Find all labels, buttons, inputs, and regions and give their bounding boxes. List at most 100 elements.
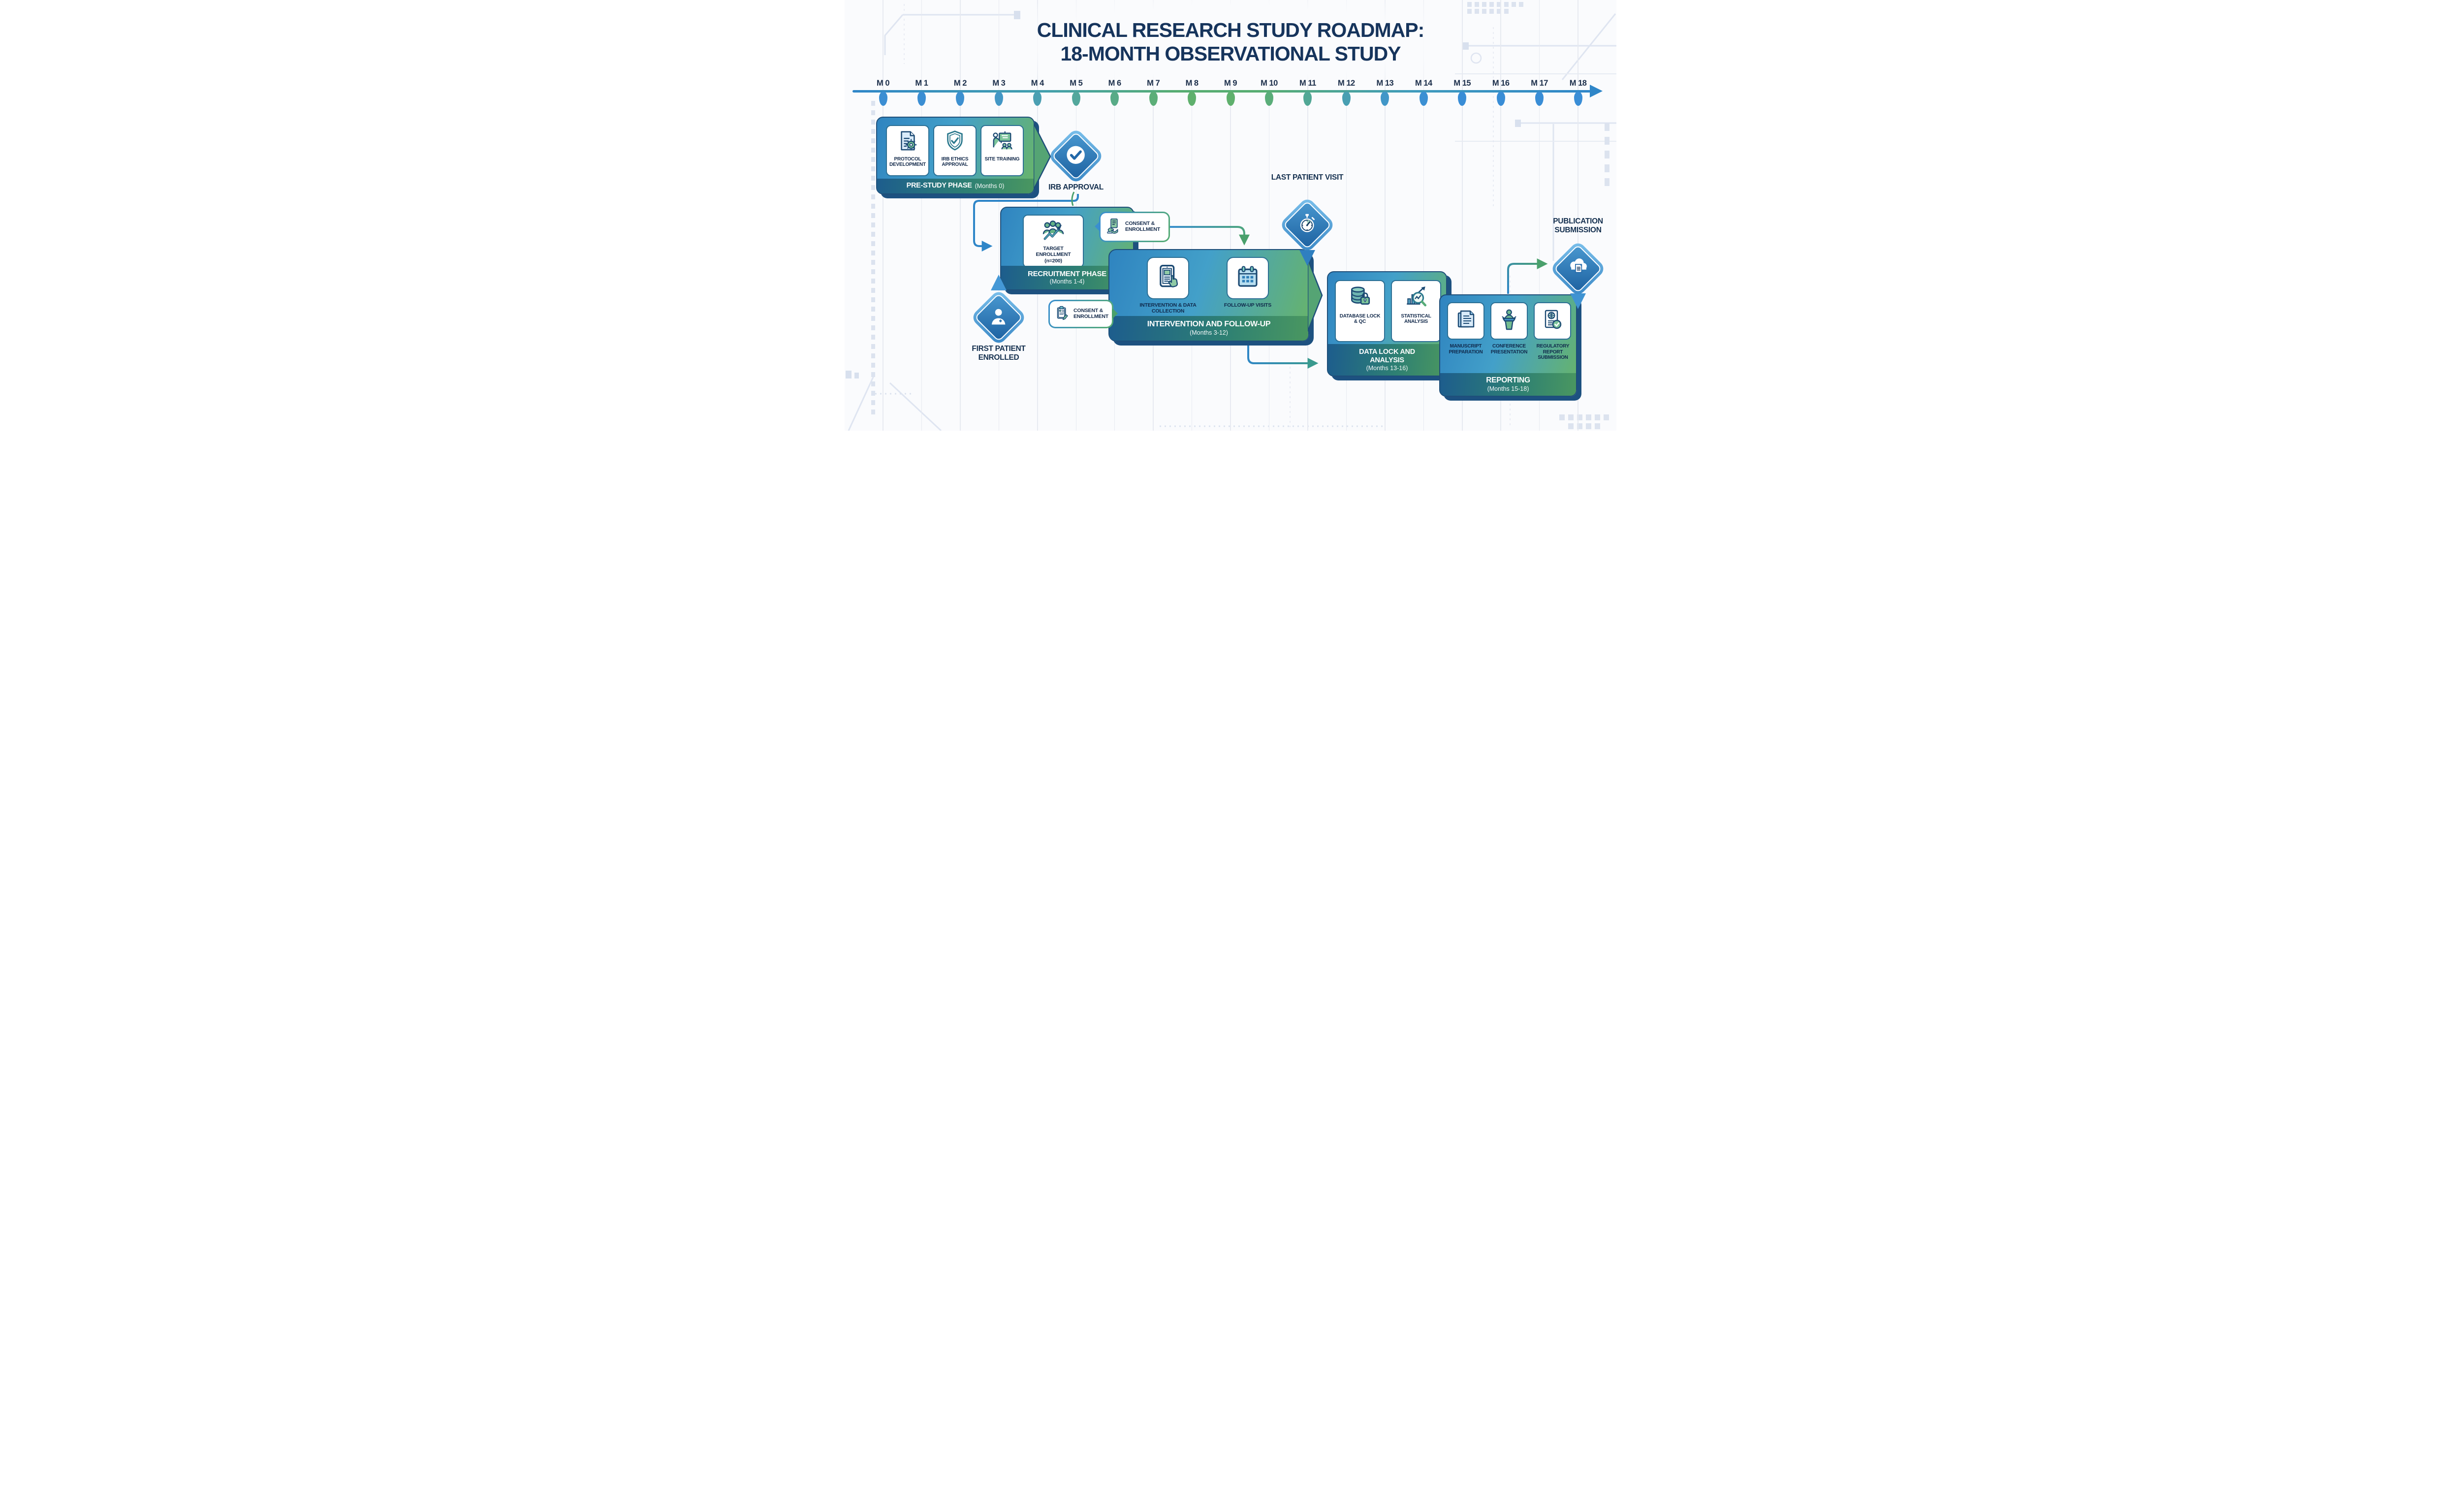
month-label: M 11 (1299, 79, 1316, 88)
card-regulatory-report-submission (1534, 302, 1571, 340)
hand-document-icon (1105, 218, 1122, 237)
month-label: M 0 (876, 79, 890, 88)
month-label: M 15 (1453, 79, 1471, 88)
month-dot (1535, 92, 1544, 106)
document-gear-icon (896, 129, 919, 155)
connector-arrows (973, 191, 1548, 369)
month-dot (1265, 92, 1273, 106)
milestone-tail-down (1299, 250, 1315, 266)
milestone-first-patient-enrolled (970, 289, 1027, 346)
month-gridline (1191, 0, 1193, 431)
timeline-axis (852, 90, 1591, 93)
phase-recruitment: TARGET ENROLLMENT (n=200) RECRUITMENT PH… (1000, 207, 1134, 290)
phase-months: (Months 1-4) (1049, 278, 1085, 285)
card-label: SITE TRAINING (984, 157, 1020, 162)
card-protocol-development: PROTOCOL DEVELOPMENT (886, 125, 929, 176)
phase-name: PRE-STUDY PHASE (906, 182, 972, 190)
people-growth-icon (1041, 219, 1066, 244)
patient-icon (988, 306, 1010, 330)
clinical-roadmap-infographic: CLINICAL RESEARCH STUDY ROADMAP: 18-MONT… (845, 0, 1616, 431)
card-site-training: SITE TRAINING (980, 125, 1024, 176)
card-label: REGULATORY REPORT SUBMISSION (1536, 344, 1570, 360)
milestone-tail-up (991, 275, 1007, 290)
calendar-icon (1234, 264, 1261, 293)
month-label: M 18 (1569, 79, 1587, 88)
month-dot (956, 92, 965, 106)
month-gridline (1268, 0, 1270, 431)
phase-name: INTERVENTION AND FOLLOW-UP (1147, 320, 1271, 329)
milestone-last-patient-visit (1279, 196, 1336, 253)
intervention-chevron-icon (1308, 259, 1323, 332)
month-label: M 13 (1376, 79, 1394, 88)
month-dot (879, 92, 887, 106)
shield-check-icon (944, 129, 966, 155)
month-gridline (960, 0, 961, 431)
tablet-touch-icon (1154, 263, 1182, 293)
month-gridline (1500, 0, 1501, 431)
stats-magnifier-icon (1404, 284, 1428, 312)
month-label: M 16 (1492, 79, 1510, 88)
card-label: PROTOCOL DEVELOPMENT (889, 157, 926, 168)
database-lock-icon (1348, 284, 1372, 312)
month-label: M 12 (1338, 79, 1355, 88)
month-gridline (1539, 0, 1540, 431)
milestone-publication-submission (1549, 240, 1607, 297)
month-dot (1072, 92, 1080, 106)
phase-band-intervention: INTERVENTION AND FOLLOW-UP (Months 3-12) (1109, 316, 1308, 341)
card-label: CONFERENCE PRESENTATION (1490, 344, 1528, 355)
cloud-document-icon (1567, 256, 1589, 282)
month-label: M 6 (1108, 79, 1122, 88)
month-dot (1458, 92, 1467, 106)
month-dot (1110, 92, 1119, 106)
title-line1: CLINICAL RESEARCH STUDY ROADMAP: (1037, 19, 1425, 41)
page-title: CLINICAL RESEARCH STUDY ROADMAP: 18-MONT… (845, 19, 1616, 65)
milestone-tail-down (1570, 293, 1586, 309)
milestone-label: IRB APPROVAL (1048, 183, 1104, 191)
month-label: M 1 (915, 79, 928, 88)
month-dot (994, 92, 1003, 106)
month-dot (1303, 92, 1312, 106)
month-label: M 14 (1415, 79, 1432, 88)
month-label: M 3 (992, 79, 1006, 88)
month-label: M 8 (1185, 79, 1199, 88)
phase-months: (Months 15-18) (1487, 385, 1529, 392)
card-label: INTERVENTION & DATA COLLECTION (1139, 302, 1197, 315)
callout-consent-enrollment-1: CONSENT & ENROLLMENT (1095, 212, 1170, 242)
card-target-enrollment: TARGET ENROLLMENT (n=200) (1023, 215, 1084, 268)
month-gridline (998, 0, 1000, 431)
month-dot (1419, 92, 1428, 106)
presenter-icon (991, 129, 1013, 155)
phase-name: REPORTING (1486, 376, 1530, 385)
manuscript-icon (1454, 308, 1478, 334)
title-line2: 18-MONTH OBSERVATIONAL STUDY (1060, 42, 1401, 65)
month-label: M 2 (953, 79, 967, 88)
card-label: DATABASE LOCK & QC (1339, 314, 1381, 325)
stopwatch-icon (1296, 213, 1319, 238)
card-statistical-analysis: STATISTICAL ANALYSIS (1391, 280, 1441, 342)
clipboard-pen-icon (1054, 305, 1070, 323)
month-label: M 7 (1147, 79, 1160, 88)
card-conference-presentation (1490, 302, 1528, 340)
month-dot (917, 92, 926, 106)
phase-band-pre-study: PRE-STUDY PHASE (Months 0) (877, 179, 1034, 193)
month-label: M 10 (1261, 79, 1278, 88)
check-circle-icon (1065, 144, 1087, 169)
card-label: FOLLOW-UP VISITS (1224, 302, 1272, 308)
month-gridline (1462, 0, 1463, 431)
card-irb-ethics-approval: IRB ETHICS APPROVAL (933, 125, 977, 176)
phase-name: RECRUITMENT PHASE (1028, 269, 1106, 278)
milestone-irb-approval (1047, 127, 1104, 185)
card-intervention-data-collection (1147, 257, 1189, 299)
month-gridline (921, 0, 922, 431)
month-label: M 5 (1070, 79, 1083, 88)
month-gridline (1230, 0, 1231, 431)
month-label: M 17 (1531, 79, 1548, 88)
phase-name: DATA LOCK AND ANALYSIS (1359, 347, 1415, 364)
callout-label: CONSENT & ENROLLMENT (1073, 308, 1108, 319)
milestone-label: PUBLICATION SUBMISSION (1553, 217, 1603, 234)
month-gridline (1346, 0, 1347, 431)
month-dot (1496, 92, 1505, 106)
month-dot (1149, 92, 1158, 106)
phase-months: (Months 0) (975, 182, 1005, 189)
callout-consent-enrollment-2: CONSENT & ENROLLMENT (1048, 300, 1118, 328)
